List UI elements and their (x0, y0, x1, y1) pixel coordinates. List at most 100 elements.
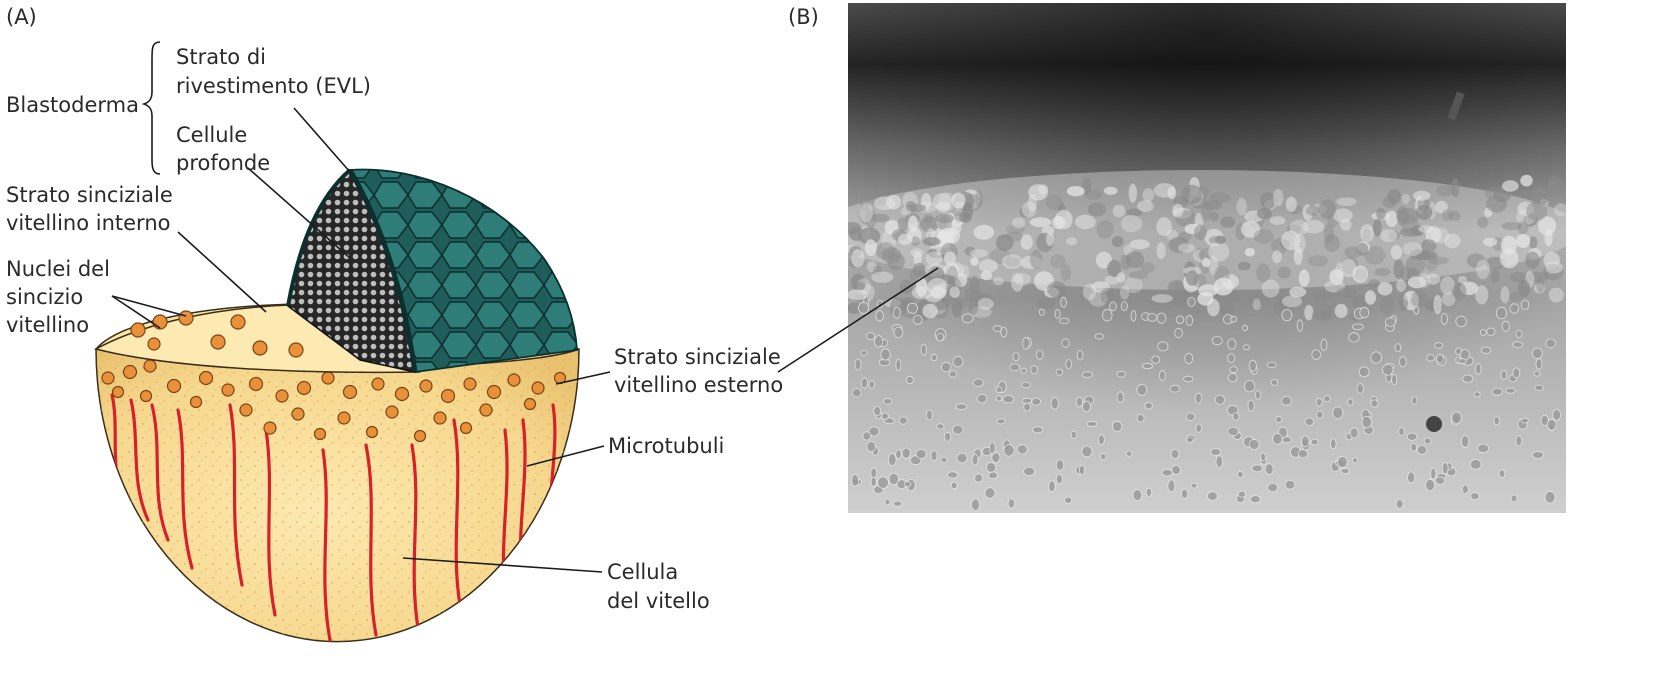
micrograph-cell (973, 225, 994, 240)
micrograph-nucleus (1324, 396, 1330, 402)
micrograph-cell (1421, 239, 1436, 252)
micrograph-cell (1477, 217, 1488, 228)
micrograph-cell (1186, 271, 1199, 286)
micrograph-cell (1368, 279, 1380, 288)
micrograph-nucleus (1110, 302, 1117, 311)
micrograph-nucleus (972, 454, 978, 465)
micrograph-nucleus (1359, 367, 1369, 377)
micrograph-cell (1476, 260, 1490, 280)
micrograph-cell (1075, 215, 1096, 229)
micrograph-nucleus (1534, 371, 1540, 376)
micrograph-cell (1012, 217, 1025, 228)
micrograph-nucleus (1349, 333, 1359, 342)
label-yolk-cell-line1: Cellula (607, 560, 678, 584)
micrograph-nucleus (1117, 392, 1124, 403)
micrograph-cell (1303, 220, 1325, 234)
micrograph-cell (1340, 219, 1352, 231)
micrograph-nucleus (1195, 393, 1201, 403)
micrograph-cell (1526, 201, 1547, 221)
micrograph-cell (1112, 236, 1124, 247)
micrograph-nucleus (1186, 413, 1195, 421)
micrograph-nucleus (1023, 338, 1030, 350)
micrograph-cell (1324, 234, 1340, 252)
label-nuclei-line3: vitellino (6, 313, 89, 337)
micrograph-nucleus (1516, 436, 1522, 446)
micrograph-cell (1413, 191, 1430, 201)
micrograph-cell (1181, 185, 1202, 204)
micrograph-nucleus (1273, 433, 1283, 444)
micrograph-nucleus (1553, 409, 1561, 420)
micrograph-nucleus (1331, 439, 1337, 449)
micrograph-nucleus (1077, 350, 1083, 360)
micrograph-cell (1215, 236, 1225, 245)
micrograph-cell (979, 259, 998, 272)
micrograph-cell (1356, 243, 1368, 256)
micrograph-cell (1486, 195, 1507, 212)
micrograph-cell (1500, 249, 1519, 269)
micrograph-nucleus (1276, 416, 1282, 422)
micrograph-nucleus (1371, 352, 1382, 363)
micrograph-nucleus (869, 381, 874, 389)
micrograph-cell (1130, 239, 1150, 249)
label-blastoderma: Blastoderma (6, 93, 139, 117)
micrograph-nucleus (1181, 489, 1187, 498)
micrograph-nucleus (1055, 309, 1060, 318)
micrograph-nucleus (1435, 477, 1445, 485)
micrograph-cell (1518, 280, 1530, 298)
micrograph-cell (1520, 175, 1532, 187)
micrograph-nucleus (1121, 302, 1127, 311)
micrograph-nucleus (1362, 416, 1372, 428)
micrograph-nucleus (889, 473, 899, 485)
micrograph-cell (1006, 232, 1023, 242)
micrograph-cell (954, 213, 967, 222)
micrograph-nucleus (1051, 397, 1058, 409)
micrograph-nucleus (1017, 445, 1027, 454)
micrograph-nucleus (896, 450, 902, 459)
micrograph-cell (975, 190, 983, 207)
micrograph-nucleus (1175, 328, 1183, 337)
micrograph-nucleus (1095, 334, 1104, 339)
micrograph-cell (1154, 183, 1176, 198)
micrograph-nucleus (1176, 316, 1184, 324)
micrograph-nucleus (874, 406, 881, 415)
micrograph-cell (1427, 274, 1441, 285)
micrograph-cell (955, 201, 964, 210)
micrograph-nucleus (1250, 496, 1260, 503)
micrograph-nucleus (1228, 373, 1237, 381)
micrograph-cell (1545, 228, 1553, 246)
micrograph-cell (1129, 184, 1137, 203)
micrograph-nucleus (1302, 436, 1310, 447)
micrograph-nucleus (1494, 417, 1500, 425)
micrograph-nucleus (1147, 313, 1157, 321)
micrograph-nucleus (1168, 480, 1175, 492)
micrograph-cell (1104, 187, 1118, 195)
micrograph-nucleus (1392, 374, 1397, 385)
micrograph-nucleus (941, 457, 947, 462)
micrograph-nucleus (1065, 497, 1072, 503)
micrograph-nucleus (871, 477, 877, 486)
micrograph-nucleus (1513, 342, 1523, 348)
micrograph-nucleus (1516, 330, 1522, 337)
micrograph-cell (1286, 197, 1297, 212)
micrograph-nucleus (1191, 483, 1197, 488)
micrograph-cell (923, 237, 941, 246)
micrograph-nucleus (1535, 385, 1544, 391)
micrograph-nucleus (885, 499, 890, 505)
micrograph-nucleus (894, 327, 903, 337)
micrograph-nucleus (962, 314, 973, 323)
micrograph-nucleus (1228, 354, 1235, 363)
micrograph-nucleus (875, 336, 883, 347)
micrograph-nucleus (893, 501, 902, 506)
micrograph-cell (1491, 270, 1500, 284)
micrograph-cell (922, 304, 937, 319)
micrograph-nucleus (1215, 395, 1224, 404)
micrograph-nucleus (977, 394, 987, 403)
micrograph-cell (1278, 266, 1291, 278)
micrograph-cell (1452, 283, 1466, 301)
micrograph-nucleus (1010, 364, 1020, 371)
micrograph-cell (944, 251, 956, 264)
micrograph-cell (1376, 208, 1385, 220)
micrograph-cell (1055, 210, 1073, 229)
micrograph-nucleus (882, 413, 889, 420)
micrograph-nucleus (1004, 445, 1015, 457)
